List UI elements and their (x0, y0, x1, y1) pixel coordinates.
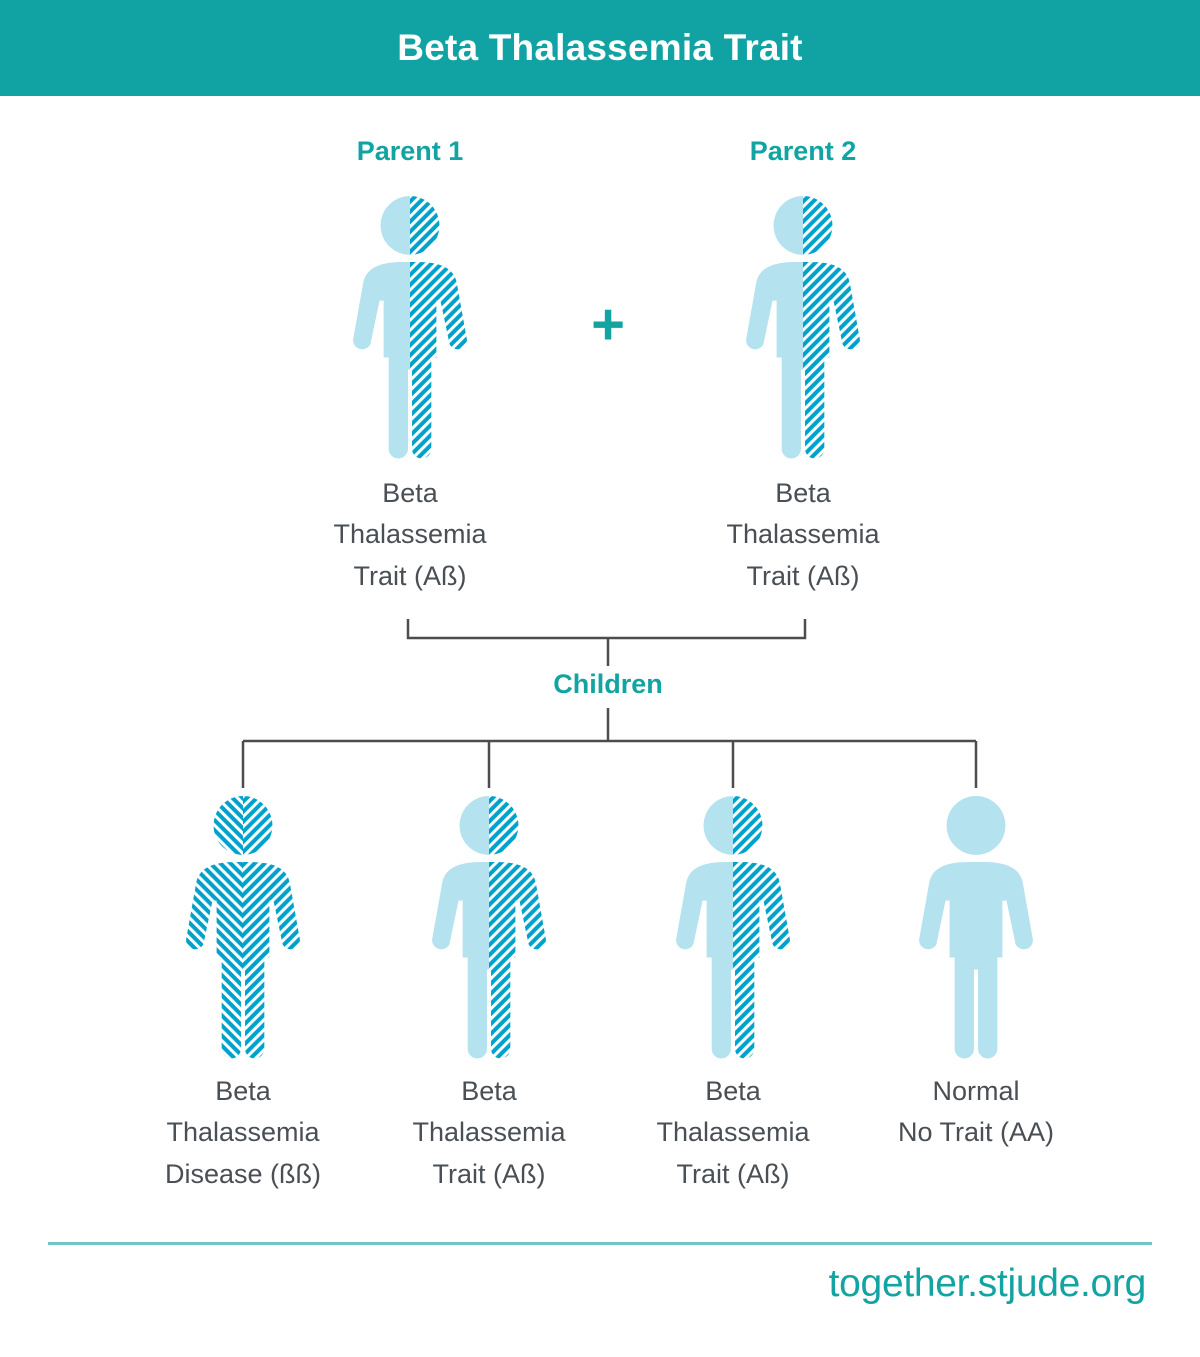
diagram-stage: Parent 1 Parent 2 + Beta Thalassemia Tra… (0, 96, 1200, 1236)
caption-line: No Trait (AA) (897, 1117, 1055, 1148)
child-4-caption: Normal No Trait (AA) (898, 1071, 1054, 1154)
child-2-caption: Beta Thalassemia Trait (Aß) (412, 1071, 565, 1195)
parent-bracket (406, 619, 807, 640)
plus-icon: + (591, 292, 625, 357)
parent-2-figure (736, 195, 870, 461)
caption-line: Beta (705, 1076, 761, 1106)
child-2-figure (422, 795, 556, 1061)
caption-line: Thalassemia (333, 519, 487, 550)
caption-line: Beta (382, 478, 438, 508)
children-heading: Children (553, 669, 663, 699)
caption-line: Beta (461, 1076, 517, 1106)
child-3-figure (666, 795, 800, 1061)
child-4-figure (909, 795, 1043, 1061)
caption-line: Trait (Aß) (353, 560, 467, 591)
footer-url[interactable]: together.stjude.org (828, 1262, 1147, 1305)
caption-line: Thalassemia (412, 1117, 566, 1148)
caption-line: Thalassemia (166, 1117, 320, 1148)
child-1-figure (176, 795, 310, 1061)
parent-1-heading: Parent 1 (356, 136, 464, 166)
parent-2-caption: Beta Thalassemia Trait (Aß) (726, 473, 879, 597)
caption-line: Disease (ßß) (164, 1158, 322, 1189)
caption-line: Normal (932, 1076, 1020, 1106)
caption-line: Beta (215, 1076, 271, 1106)
caption-line: Thalassemia (656, 1117, 810, 1148)
caption-line: Trait (Aß) (676, 1158, 790, 1189)
pedigree-connectors (241, 619, 978, 788)
caption-line: Trait (Aß) (432, 1158, 546, 1189)
caption-line: Trait (Aß) (746, 560, 860, 591)
child-1-caption: Beta Thalassemia Disease (ßß) (165, 1071, 321, 1195)
figure-solid-light (919, 796, 1033, 1059)
header-bar: Beta Thalassemia Trait (0, 0, 1200, 96)
caption-line: Thalassemia (726, 519, 880, 550)
caption-line: Beta (775, 478, 831, 508)
child-3-caption: Beta Thalassemia Trait (Aß) (656, 1071, 809, 1195)
footer-divider (48, 1242, 1152, 1245)
parent-1-figure (343, 195, 477, 461)
page-title: Beta Thalassemia Trait (397, 27, 803, 68)
parent-1-caption: Beta Thalassemia Trait (Aß) (333, 473, 486, 597)
parent-2-heading: Parent 2 (749, 136, 857, 166)
